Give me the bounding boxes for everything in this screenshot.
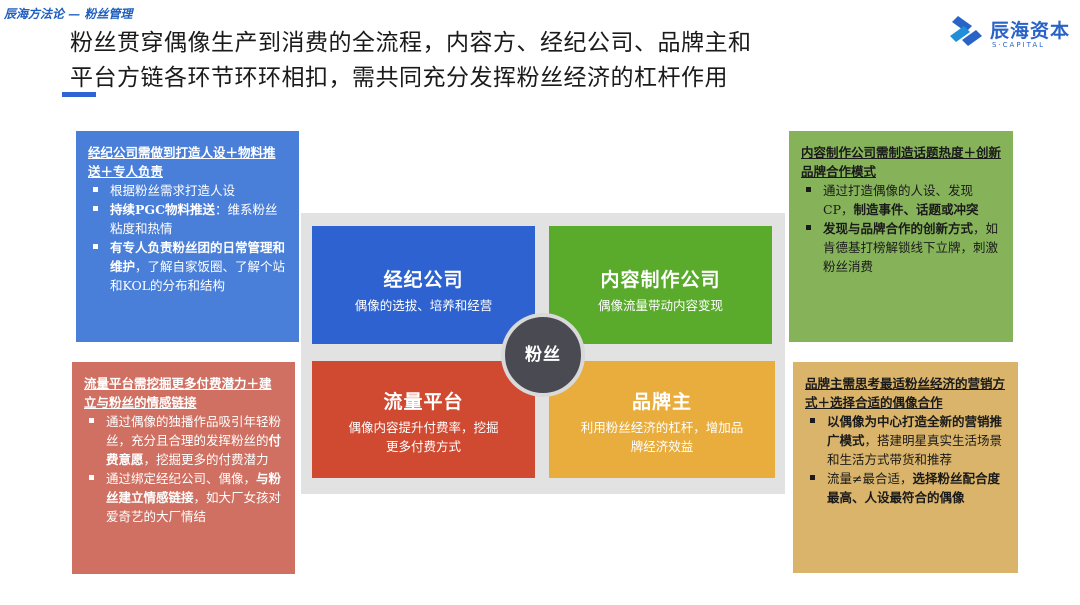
page-title: 粉丝贯穿偶像生产到消费的全流程，内容方、经纪公司、品牌主和 平台方链各环节环环相…: [70, 26, 930, 96]
bullet-text: ，搭建明星真实生活场景和生活方式带货和推荐: [827, 433, 1003, 467]
center-fans-circle: 粉丝: [501, 313, 585, 397]
bullet-text: 流量≠最合适，: [827, 471, 913, 486]
note-traffic-bullet: 通过绑定经纪公司、偶像，与粉丝建立情感链接，如大厂女孩对爱奇艺的大厂情结: [84, 469, 283, 526]
logo-name: 辰海资本: [990, 20, 1071, 42]
bullet-text: 通过偶像的独播作品吸引年轻粉丝，充分且合理的发挥粉丝的: [106, 414, 282, 448]
quadrant-subtitle: 偶像的选拔、培养和经营: [354, 298, 493, 313]
quadrant-subtitle-line-2: 更多付费方式: [385, 439, 461, 454]
note-agency-heading: 经纪公司需做到打造人设＋物料推送＋专人负责: [88, 145, 276, 179]
quadrant-subtitle-line-1: 偶像内容提升付费率，挖掘: [348, 420, 499, 435]
bullet-text: ，挖掘更多的付费潜力: [143, 452, 269, 467]
bullet-bold-text: 制造事件、话题或冲突: [853, 202, 979, 217]
note-content-heading: 内容制作公司需制造话题热度＋创新品牌合作模式: [801, 145, 1002, 179]
logo-subtitle: S·CAPITAL: [992, 41, 1046, 49]
note-agency-bullet: 持续PGC物料推送：维系粉丝粘度和热情: [88, 200, 287, 238]
company-logo: 辰海资本 S·CAPITAL: [948, 14, 1073, 54]
quadrant-title: 内容制作公司: [600, 269, 721, 291]
quadrant-agency: 经纪公司 偶像的选拔、培养和经营: [312, 226, 535, 344]
bullet-bold-text: 以偶像为中心打造全新的营销推广模式: [827, 414, 1003, 448]
quadrant-brand: 品牌主 利用粉丝经济的杠杆，增加品 牌经济效益: [549, 361, 775, 478]
note-brand-bullet: 流量≠最合适，选择粉丝配合度最高、人设最符合的偶像: [805, 469, 1006, 507]
note-brand-heading: 品牌主需思考最适粉丝经济的营销方式＋选择合适的偶像合作: [805, 376, 1006, 410]
note-content-bullet: 通过打造偶像的人设、发现CP，制造事件、话题或冲突: [801, 181, 1001, 219]
bullet-text: 通过绑定经纪公司、偶像，: [106, 471, 257, 486]
note-content-bullet: 发现与品牌合作的创新方式，如肯德基打榜解锁线下立牌，刺激粉丝消费: [801, 219, 1001, 276]
quadrant-title: 品牌主: [631, 391, 692, 413]
bullet-text: ，了解自家饭圈、了解个站和KOL的分布和结构: [110, 259, 286, 293]
quadrant-subtitle-line-2: 牌经济效益: [630, 439, 694, 454]
bullet-bold-text: 有专人负责粉丝团的日常管理和维护: [110, 240, 286, 274]
note-agency-bullet: 有专人负责粉丝团的日常管理和维护，了解自家饭圈、了解个站和KOL的分布和结构: [88, 238, 287, 295]
quadrant-content: 内容制作公司 偶像流量带动内容变现: [549, 226, 772, 344]
note-agency-bullet: 根据粉丝需求打造人设: [88, 181, 287, 200]
bullet-text: ，如肯德基打榜解锁线下立牌，刺激粉丝消费: [823, 221, 999, 274]
quadrant-subtitle-line-1: 利用粉丝经济的杠杆，增加品: [580, 420, 744, 435]
title-line-1: 粉丝贯穿偶像生产到消费的全流程，内容方、经纪公司、品牌主和: [70, 30, 752, 56]
quadrant-subtitle: 偶像流量带动内容变现: [597, 298, 723, 313]
note-traffic-heading: 流量平台需挖掘更多付费潜力＋建立与粉丝的情感链接: [84, 376, 272, 410]
note-traffic: 流量平台需挖掘更多付费潜力＋建立与粉丝的情感链接 通过偶像的独播作品吸引年轻粉丝…: [72, 362, 295, 574]
bullet-bold-text: 选择粉丝配合度最高、人设最符合的偶像: [827, 471, 1000, 505]
bullet-text: 通过打造偶像的人设、发现CP，: [823, 183, 974, 217]
bullet-bold-text: 持续PGC物料推送: [110, 202, 216, 217]
bullet-text: 根据粉丝需求打造人设: [110, 183, 236, 198]
quadrant-subtitle: 利用粉丝经济的杠杆，增加品 牌经济效益: [549, 418, 775, 456]
note-brand-bullet: 以偶像为中心打造全新的营销推广模式，搭建明星真实生活场景和生活方式带货和推荐: [805, 412, 1006, 469]
title-line-2: 平台方链各环节环环相扣，需共同充分发挥粉丝经济的杠杆作用: [70, 65, 728, 91]
note-content: 内容制作公司需制造话题热度＋创新品牌合作模式 通过打造偶像的人设、发现CP，制造…: [789, 131, 1013, 342]
bullet-bold-text: 与粉丝建立情感链接: [106, 471, 282, 505]
breadcrumb: 辰海方法论 — 粉丝管理: [4, 7, 133, 21]
note-traffic-bullet: 通过偶像的独播作品吸引年轻粉丝，充分且合理的发挥粉丝的付费意愿，挖掘更多的付费潜…: [84, 412, 283, 469]
title-accent-bar: [62, 92, 96, 97]
quadrant-title: 流量平台: [383, 391, 464, 413]
quadrant-traffic: 流量平台 偶像内容提升付费率，挖掘 更多付费方式: [312, 361, 535, 478]
quadrant-subtitle: 偶像内容提升付费率，挖掘 更多付费方式: [312, 418, 535, 456]
bullet-bold-text: 付费意愿: [106, 433, 282, 467]
note-brand: 品牌主需思考最适粉丝经济的营销方式＋选择合适的偶像合作 以偶像为中心打造全新的营…: [793, 362, 1018, 573]
bullet-text: ：维系粉丝粘度和热情: [110, 202, 278, 236]
quadrant-title: 经纪公司: [383, 269, 464, 291]
chenhai-logo-icon: [950, 16, 982, 46]
bullet-bold-text: 发现与品牌合作的创新方式: [823, 221, 974, 236]
bullet-text: ，如大厂女孩对爱奇艺的大厂情结: [106, 490, 282, 524]
note-agency: 经纪公司需做到打造人设＋物料推送＋专人负责 根据粉丝需求打造人设 持续PGC物料…: [76, 131, 299, 342]
